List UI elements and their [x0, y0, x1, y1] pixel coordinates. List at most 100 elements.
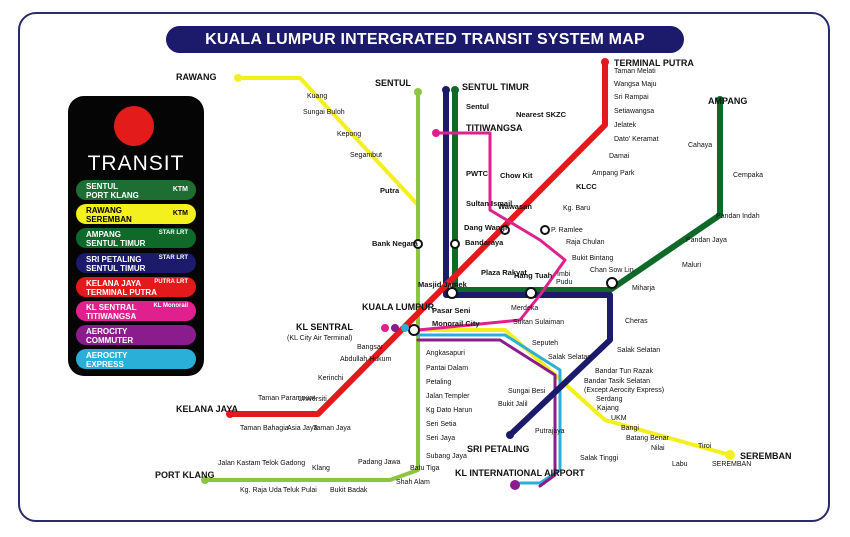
legend-title: TRANSIT — [87, 152, 185, 175]
station-label-bukit_badak: Bukit Badak — [330, 487, 368, 494]
station-label-teluk_pulai: Teluk Pulai — [283, 487, 317, 494]
station-label-subang_jaya: Subang Jaya — [426, 453, 467, 460]
station-label-merdeka: Merdeka — [511, 305, 538, 312]
legend-tag: PUTRA LRT — [154, 279, 188, 285]
legend-line2: TERMINAL PUTRA — [86, 288, 157, 297]
legend-line2: COMMUTER — [86, 336, 134, 345]
station-chan-sow-lin[interactable] — [606, 277, 618, 289]
station-label-kuang: Kuang — [307, 93, 327, 100]
station-label-maluri: Maluri — [682, 262, 702, 269]
station-label-masjid_jamek: Masjid Jamek — [418, 280, 468, 289]
station-sentul-timur-a[interactable] — [442, 86, 450, 94]
station-bank-negara-b[interactable] — [450, 239, 460, 249]
station-label-chan_sow_lin: Chan Sow Lin — [590, 267, 634, 274]
station-label-kuala_lumpur: KUALA LUMPUR — [362, 302, 435, 312]
line-aerocity-express — [416, 333, 562, 485]
station-label-universiti: Universiti — [298, 396, 327, 403]
station-sentul-timur-b[interactable] — [451, 86, 459, 94]
legend-tag: STAR LRT — [158, 255, 188, 261]
station-label-miharja: Miharja — [632, 285, 655, 292]
station-label-sentul_timur: SENTUL TIMUR — [462, 82, 529, 92]
station-masjid-jamek[interactable] — [446, 287, 458, 299]
station-label-sultan_sulaiman: Sultan Sulaiman — [513, 319, 564, 326]
station-sri-petaling[interactable] — [506, 431, 514, 439]
station-label-rawang: RAWANG — [176, 72, 217, 82]
station-label-shah_alam: Shah Alam — [396, 479, 430, 486]
station-port-klang[interactable] — [201, 476, 209, 484]
station-label-kepong: Kepong — [337, 131, 361, 138]
station-label-sungai_buloh: Sungai Buloh — [303, 109, 345, 116]
station-rawang[interactable] — [234, 74, 242, 82]
page-title: KUALA LUMPUR INTERGRATED TRANSIT SYSTEM … — [166, 26, 684, 53]
station-label-raja_chulan: Raja Chulan — [566, 239, 605, 246]
station-label-seputeh: Seputeh — [532, 340, 558, 347]
station-label-bandar_tasik_selatan: Bandar Tasik Selatan — [584, 378, 650, 385]
legend-line1: AEROCITY — [86, 327, 128, 336]
station-label-pantai_dalam: Pantai Dalam — [426, 365, 468, 372]
station-label-sentul: SENTUL — [375, 78, 412, 88]
station-label-plaza_rakyat: Plaza Rakyat — [481, 268, 527, 277]
station-kl-sentral-b[interactable] — [381, 324, 389, 332]
station-label-sentul_s: Sentul — [466, 102, 489, 111]
station-kl-sentral-c[interactable] — [391, 324, 399, 332]
map-frame — [18, 12, 830, 522]
station-terminal-putra[interactable] — [601, 58, 609, 66]
legend-line1: SENTUL — [86, 182, 118, 191]
station-label-ampang_park: Ampang Park — [592, 170, 635, 177]
station-label-cheras: Cheras — [625, 318, 648, 325]
legend-line2: TITIWANGSA — [86, 312, 137, 321]
station-label-salak_tinggi: Salak Tinggi — [580, 455, 619, 462]
station-label-putra: Putra — [380, 186, 400, 195]
station-label-jelatek: Jelatek — [614, 122, 637, 129]
station-sentul[interactable] — [414, 88, 422, 96]
station-ampang[interactable] — [716, 96, 724, 104]
station-label-serdang: Serdang — [596, 396, 623, 403]
station-label-imbi: Imbi — [557, 271, 571, 278]
station-kl-sentral[interactable] — [408, 324, 420, 336]
station-label-taman_melati: Taman Melati — [614, 68, 656, 75]
legend-line1: KL SENTRAL — [86, 303, 137, 312]
station-label-bukit_bintang: Bukit Bintang — [572, 255, 613, 262]
station-label-abdullah_hukum: Abdullah Hukum — [340, 356, 392, 363]
station-label-seri_setia: Seri Setia — [426, 421, 456, 428]
station-label-taman_jaya: Taman Jaya — [313, 425, 351, 432]
line-monorail — [416, 131, 567, 332]
station-kl-sentral-d[interactable] — [401, 324, 409, 332]
line-star-sri-petaling — [443, 87, 613, 438]
station-kelana-jaya[interactable] — [226, 410, 234, 418]
station-dang-wangi[interactable] — [500, 225, 510, 235]
station-label-jalan_kastam: Jalan Kastam — [218, 460, 261, 467]
station-label-kerinchi: Kerinchi — [318, 375, 344, 382]
station-label-klia: KL INTERNATIONAL AIRPORT — [455, 468, 585, 478]
station-label-chow_kit: Chow Kit — [500, 171, 533, 180]
station-label-port_klang: PORT KLANG — [155, 470, 215, 480]
station-bank-negara[interactable] — [413, 239, 423, 249]
station-label-klcc: KLCC — [576, 182, 597, 191]
station-label-kl_sentral: KL SENTRAL — [296, 322, 353, 332]
station-label-batang_benar: Batang Benar — [626, 435, 669, 442]
legend-line2: PORT KLANG — [86, 191, 139, 200]
station-label-dato_keramat: Dato' Keramat — [614, 136, 659, 143]
station-label-seri_jaya: Seri Jaya — [426, 435, 455, 442]
line-putra — [227, 59, 608, 417]
station-label-kg_raja_uda: Kg. Raja Uda — [240, 487, 282, 494]
legend-line1: AMPANG — [86, 230, 121, 239]
station-titiwangsa[interactable] — [432, 129, 440, 137]
legend-line2: SENTUL TIMUR — [86, 264, 146, 273]
station-hang-tuah[interactable] — [525, 287, 537, 299]
station-p-ramlee[interactable] — [540, 225, 550, 235]
station-label-bukit_jalil: Bukit Jalil — [498, 401, 528, 408]
legend-line2: SENTUL TIMUR — [86, 239, 146, 248]
station-seremban[interactable] — [725, 450, 735, 460]
station-label-cempaka: Cempaka — [733, 172, 763, 179]
station-label-pudu: Pudu — [556, 279, 572, 286]
station-label-salak_selatan2: Salak Selatan — [548, 354, 591, 361]
train-icon — [114, 106, 154, 146]
station-klia[interactable] — [510, 480, 520, 490]
line-sentul-port-klang — [203, 90, 420, 482]
station-label-terminal_putra: TERMINAL PUTRA — [614, 58, 694, 68]
